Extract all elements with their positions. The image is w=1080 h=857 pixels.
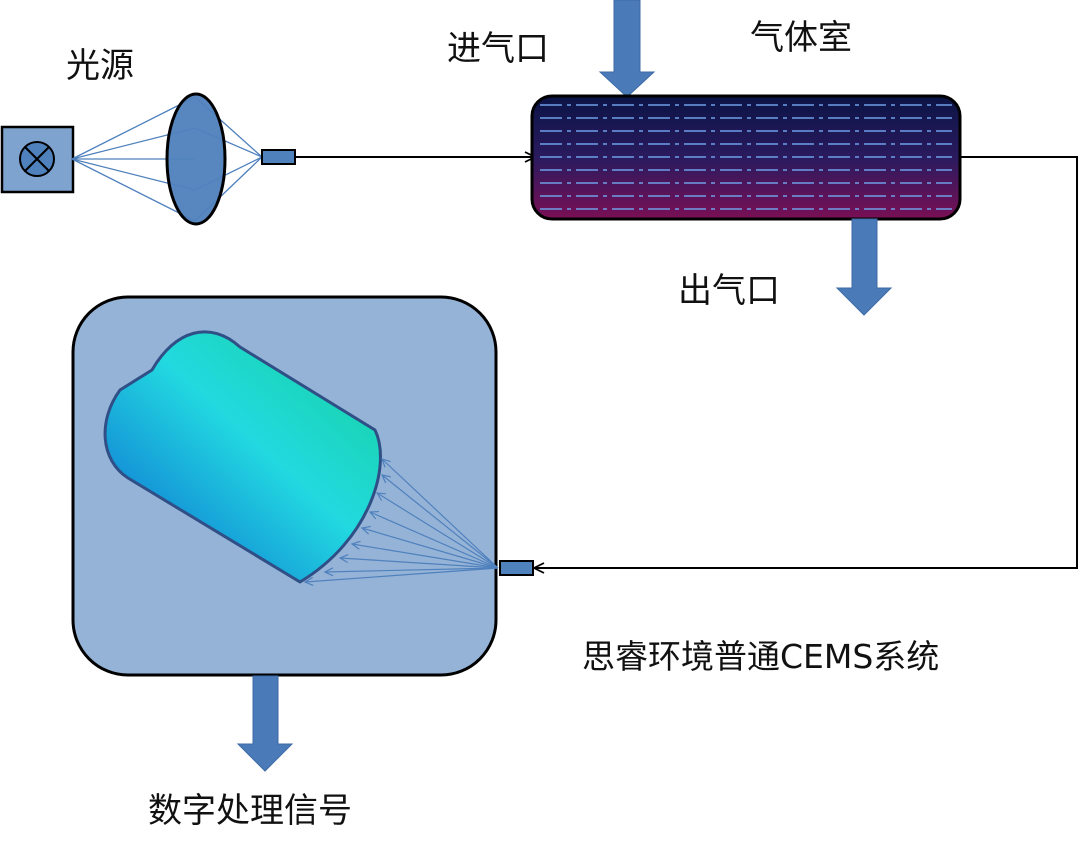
digital-signal-label: 数字处理信号 <box>148 791 352 831</box>
spectrometer-rays <box>305 459 499 582</box>
outlet-label: 出气口 <box>678 271 780 311</box>
grating-icon <box>103 330 382 584</box>
output-arrow-icon <box>236 675 294 772</box>
gas-cell-icon <box>530 94 962 221</box>
beam-line-return <box>534 156 1078 568</box>
system-name-label: 思睿环境普通CEMS系统 <box>582 637 940 676</box>
fiber-coupler-output <box>499 560 534 576</box>
outlet-arrow-icon <box>835 218 893 316</box>
fiber-coupler-input <box>261 149 296 165</box>
light-source-icon <box>0 125 75 194</box>
lens-icon <box>165 92 227 226</box>
flow-arrow-icon <box>598 0 656 98</box>
inlet-label: 进气口 <box>447 29 549 69</box>
light-source-label: 光源 <box>66 46 134 86</box>
gas-cell-label: 气体室 <box>750 18 852 58</box>
